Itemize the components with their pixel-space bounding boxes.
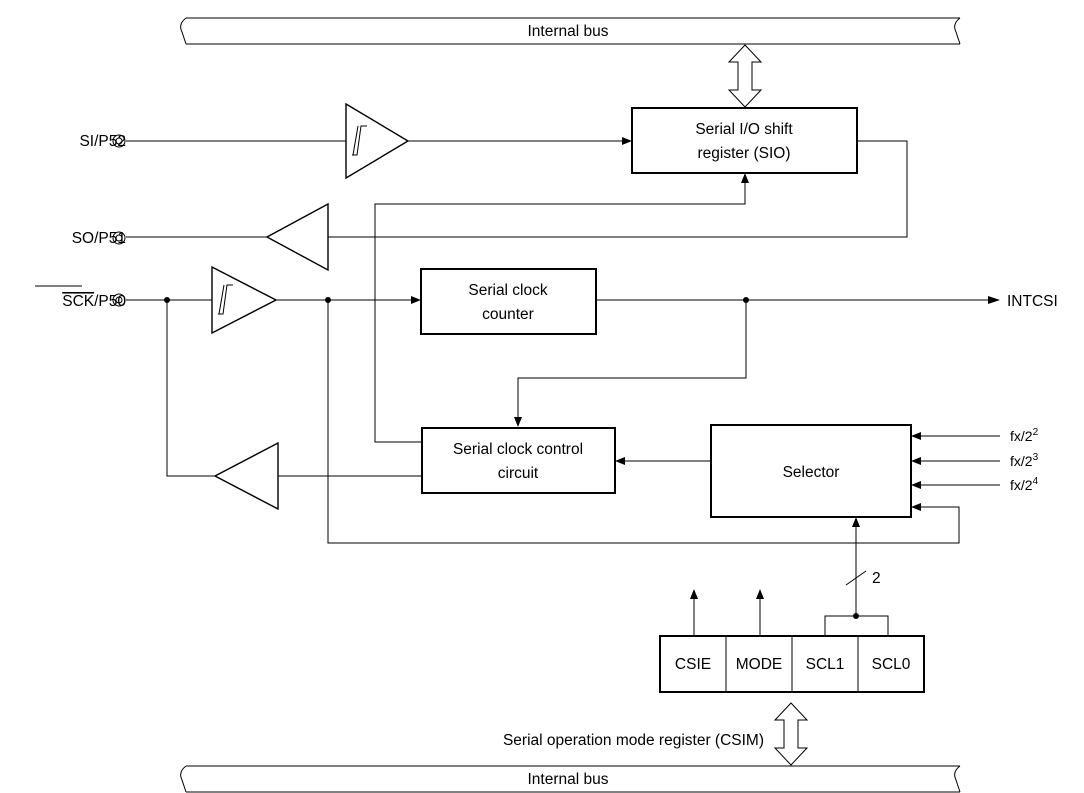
serial-clock-counter: Serial clock counter [420, 268, 597, 335]
sck-pin-label-overbar: SCK [62, 293, 95, 310]
shift-register-label-1: Serial I/O shift [695, 121, 793, 138]
si-pin: SI/P52 [79, 133, 126, 150]
sck-schmitt-buffer [211, 265, 278, 335]
register-cell-csie: CSIE [675, 656, 711, 673]
internal-bus-bottom-label: Internal bus [528, 771, 609, 788]
sck-pin: SCK/P50 [35, 285, 126, 310]
so-output-buffer [265, 202, 329, 272]
fx-input-3-label: fx/24 [1010, 476, 1039, 493]
clock-selector: Selector [710, 424, 912, 518]
clock-control-label-1: Serial clock control [453, 441, 583, 458]
internal-bus-bottom: Internal bus [180, 765, 961, 793]
internal-bus-top: Internal bus [180, 17, 961, 45]
so-pin-label: SO/P51 [72, 230, 126, 247]
register-cell-scl1: SCL1 [806, 656, 845, 673]
register-cell-scl0: SCL0 [872, 656, 911, 673]
csim-register-name: Serial operation mode register (CSIM) [503, 732, 764, 749]
fx-input-2-label: fx/23 [1010, 452, 1039, 469]
clock-counter-label-1: Serial clock [468, 282, 547, 299]
so-pin: SO/P51 [72, 230, 126, 247]
clock-control-label-2: circuit [498, 465, 539, 482]
si-schmitt-buffer [345, 102, 410, 180]
scl-bus-width-label: 2 [872, 570, 881, 587]
internal-bus-top-label: Internal bus [528, 23, 609, 40]
bus-to-sio-double-arrow [727, 44, 763, 108]
serial-clock-control-circuit: Serial clock control circuit [421, 427, 616, 494]
register-cell-mode: MODE [736, 656, 783, 673]
selector-label: Selector [783, 464, 840, 481]
intcsi-signal-label: INTCSI [1007, 293, 1058, 310]
fx-inputs: fx/22 fx/23 fx/24 [911, 427, 1039, 493]
sck-output-buffer [213, 441, 279, 511]
fx-input-1-label: fx/22 [1010, 427, 1039, 444]
shift-register-label-2: register (SIO) [697, 145, 790, 162]
csim-register: CSIE MODE SCL1 SCL0 [659, 635, 925, 693]
clock-counter-label-2: counter [482, 306, 534, 323]
serial-io-shift-register: Serial I/O shift register (SIO) [631, 107, 858, 174]
csim-to-bus-double-arrow [773, 702, 809, 766]
